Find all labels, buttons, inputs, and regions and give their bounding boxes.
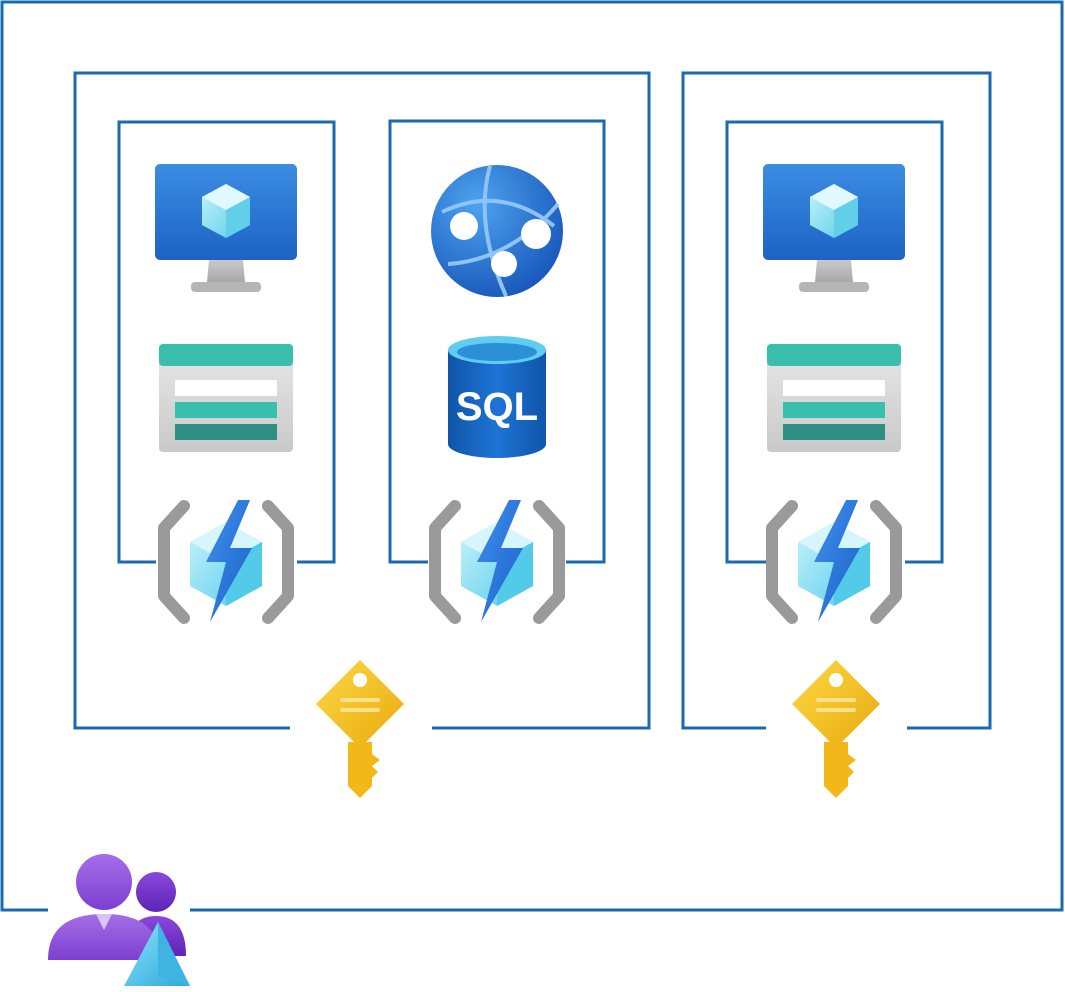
scope-1b-frame (388, 119, 606, 564)
function-app-icon (164, 500, 288, 622)
storage-account-icon (767, 344, 901, 452)
resource-group-1-frame (73, 71, 651, 730)
virtual-machine-icon (763, 164, 905, 292)
storage-account-icon (159, 344, 293, 452)
user-group-icon (48, 854, 190, 986)
function-app-icon (435, 500, 559, 622)
key-vault-key-icon (316, 660, 404, 798)
scope-2a-frame (725, 120, 944, 564)
web-app-icon (430, 164, 564, 298)
virtual-machine-icon (155, 164, 297, 292)
resource-group-2-frame (681, 71, 992, 730)
sql-label: SQL (456, 385, 538, 429)
key-vault-key-icon (792, 660, 880, 798)
sql-database-icon: SQL (448, 336, 546, 458)
outer-scope-frame (0, 0, 1064, 912)
function-app-icon (772, 500, 896, 622)
scope-1a-frame (117, 120, 336, 564)
